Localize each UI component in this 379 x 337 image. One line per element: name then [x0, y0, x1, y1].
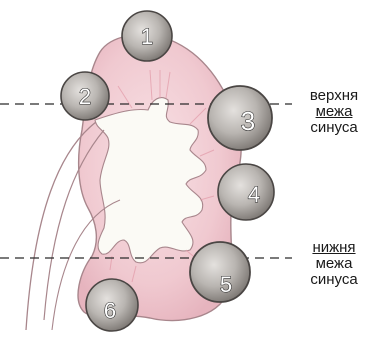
- tumor-5: 5: [190, 242, 250, 302]
- tumor-3-label: 3: [241, 106, 255, 136]
- lower-boundary-line3: синуса: [292, 272, 376, 288]
- tumor-4: 4: [218, 164, 274, 220]
- tumor-1-label: 1: [141, 24, 153, 49]
- upper-boundary-line2: межа: [292, 104, 376, 120]
- upper-boundary-line1: верхня: [292, 88, 376, 104]
- lower-sinus-boundary-label: нижня межа синуса: [292, 240, 376, 288]
- tumor-4-label: 4: [248, 182, 260, 207]
- upper-boundary-line3: синуса: [292, 120, 376, 136]
- upper-sinus-boundary-label: верхня межа синуса: [292, 88, 376, 136]
- tumor-3: 3: [208, 86, 272, 150]
- tumor-1: 1: [122, 11, 172, 61]
- tumor-6: 6: [86, 279, 138, 331]
- tumor-2-label: 2: [79, 84, 91, 109]
- lower-boundary-line1: нижня: [292, 240, 376, 256]
- tumor-6-label: 6: [104, 298, 116, 323]
- tumor-2: 2: [61, 72, 109, 120]
- lower-boundary-line2: межа: [292, 256, 376, 272]
- tumor-5-label: 5: [220, 272, 232, 297]
